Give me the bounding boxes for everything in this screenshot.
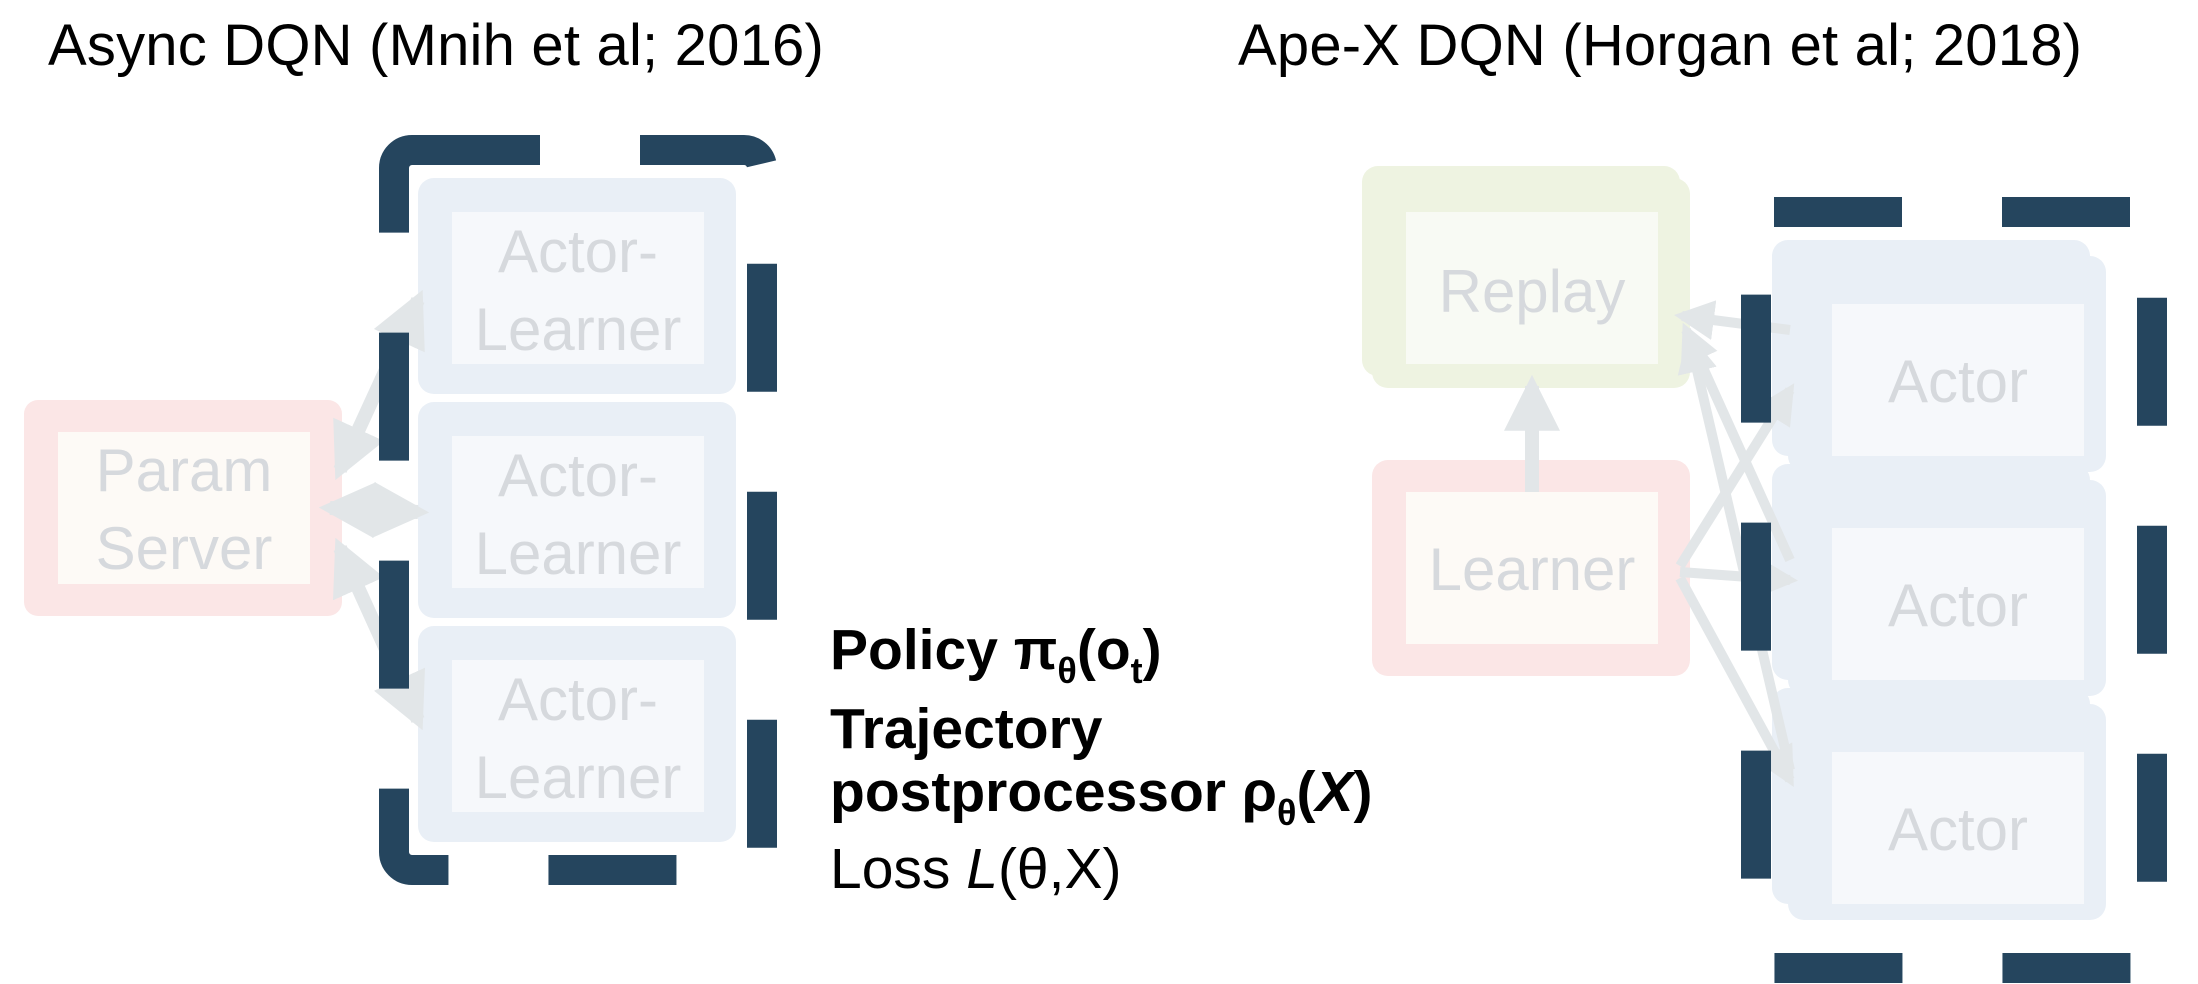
legend-policy: Policy πθ(ot) [830, 622, 1373, 689]
actor-learner-label-line1: Actor- [498, 666, 658, 733]
actor-box: Actor [1772, 464, 2106, 696]
policy-boundary-dashed [379, 135, 777, 885]
actor-box: Actor [1772, 688, 2106, 920]
replay-box: Replay [1362, 166, 1690, 388]
legend-trajectory-line1: Trajectory [830, 697, 1103, 761]
legend-loss-func: L [966, 837, 998, 901]
learner-box: Learner [1372, 460, 1690, 676]
legend-postprocessor-var: X [1315, 760, 1354, 824]
actor-learner-label-line1: Actor- [498, 218, 658, 285]
actor-learner-label-line1: Actor- [498, 442, 658, 509]
title-ape-x-dqn: Ape-X DQN (Horgan et al; 2018) [1238, 13, 2083, 78]
actor-learner-box: Actor- Learner [418, 178, 736, 394]
ape-x-dqn-diagram: Replay Learner Actor Actor [1362, 166, 2167, 983]
param-server-label-line2: Server [96, 515, 273, 582]
replay-label: Replay [1439, 258, 1626, 325]
legend-loss-label: Loss [830, 837, 967, 901]
actor-learner-box: Actor- Learner [418, 626, 736, 842]
title-async-dqn: Async DQN (Mnih et al; 2016) [48, 13, 824, 78]
component-legend: Policy πθ(ot) Trajectory postprocessor ρ… [830, 612, 1373, 898]
legend-loss: Loss L(θ,X) [830, 841, 1373, 898]
legend-policy-label: Policy π [830, 618, 1058, 682]
legend-postprocessor-label: postprocessor ρ [830, 760, 1278, 824]
legend-policy-sub: θ [1057, 650, 1077, 691]
ape-x-arrows [1674, 300, 1798, 788]
legend-trajectory-line2: postprocessor ρθ(X) [830, 764, 1373, 831]
actor-label: Actor [1888, 348, 2028, 415]
learner-label: Learner [1429, 536, 1636, 603]
legend-postprocessor-sub: θ [1277, 792, 1297, 833]
actor-label: Actor [1888, 572, 2028, 639]
actor-learner-box: Actor- Learner [418, 402, 736, 618]
legend-loss-args: (θ,X) [997, 837, 1122, 901]
legend-policy-open: (o [1076, 618, 1131, 682]
param-server-label-line1: Param [96, 437, 273, 504]
legend-policy-close: ) [1142, 618, 1162, 682]
legend-policy-arg-sub: t [1130, 650, 1143, 691]
actor-boundary-dashed [1741, 197, 2167, 983]
legend-postprocessor-open: ( [1296, 760, 1316, 824]
actor-learner-label-line2: Learner [475, 744, 682, 811]
param-server-box: Param Server [24, 400, 342, 616]
actor-box: Actor [1772, 240, 2106, 472]
legend-postprocessor-close: ) [1353, 760, 1373, 824]
actor-label: Actor [1888, 796, 2028, 863]
actor-learner-label-line2: Learner [475, 520, 682, 587]
actor-learner-label-line2: Learner [475, 296, 682, 363]
async-dqn-diagram: Param Server Actor- Learner Actor- Learn… [24, 135, 777, 885]
